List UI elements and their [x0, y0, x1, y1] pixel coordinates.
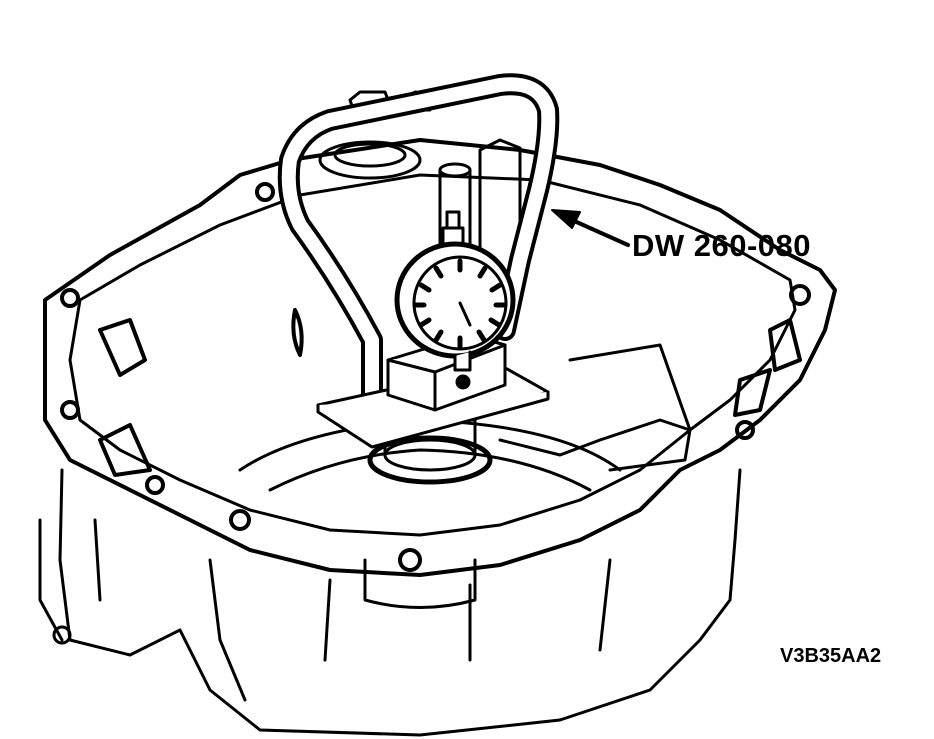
tool-callout-label: DW 260-080	[632, 228, 812, 263]
callout-arrow	[551, 209, 630, 247]
dial-tick-marks	[412, 258, 508, 350]
bell-housing-flange	[43, 138, 837, 577]
bearing-assembly	[238, 343, 692, 492]
measuring-bridge-tool	[277, 73, 560, 416]
dial-indicator	[394, 210, 516, 372]
figure-code-label: V3B35AA2	[780, 645, 882, 667]
transmission-housing-body	[38, 468, 742, 737]
